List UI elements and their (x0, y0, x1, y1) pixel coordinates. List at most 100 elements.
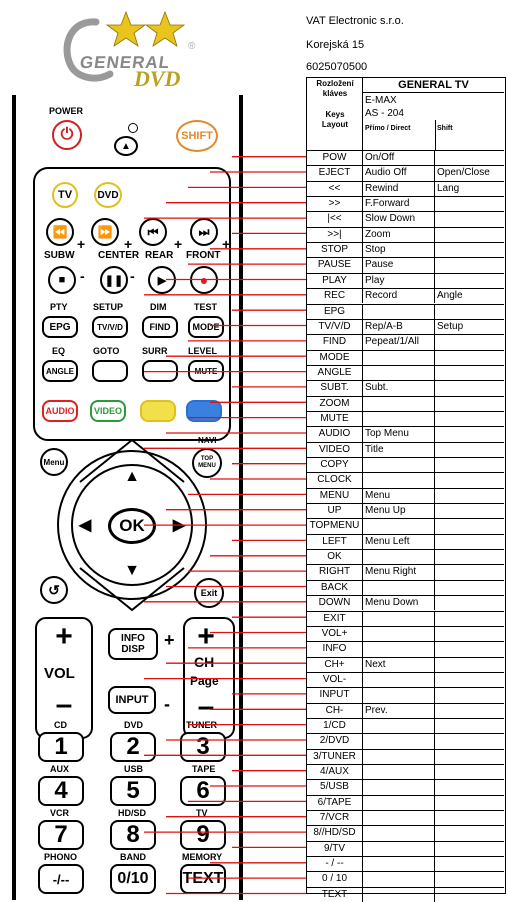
pause-button[interactable]: ❚❚ (100, 266, 128, 294)
row-key-cell: << (307, 181, 363, 197)
subtitle-button[interactable] (92, 360, 128, 382)
row-direct-cell: On/Off (363, 151, 435, 166)
video-button[interactable]: VIDEO (90, 400, 126, 422)
zoom-button[interactable] (142, 360, 178, 382)
angle-button[interactable]: ANGLE (42, 360, 78, 382)
model-line-2: AS - 204 (365, 108, 404, 119)
menu-button[interactable]: Menu (40, 448, 68, 476)
general-dvd-logo: GENERAL DVD ® (56, 8, 206, 98)
vol-label: VOL (44, 665, 75, 682)
down-button[interactable]: ▼ (118, 560, 146, 582)
epg-button[interactable]: EPG (42, 316, 78, 338)
right-button[interactable]: ▶ (168, 514, 190, 536)
next-button[interactable]: ⏭ (190, 218, 218, 246)
row-direct-cell (363, 857, 435, 872)
row-direct-cell (363, 304, 435, 319)
row-shift-cell (435, 504, 504, 518)
ch-plus-button[interactable]: + (186, 620, 226, 653)
row-key-cell: TEXT (307, 887, 363, 902)
row-key-cell: DOWN (307, 596, 363, 611)
row-key-cell: VOL- (307, 672, 363, 688)
text-button[interactable]: TEXT (180, 864, 226, 894)
audio-button[interactable]: AUDIO (42, 400, 78, 422)
top-menu-button[interactable]: TOP MENU (192, 448, 222, 478)
model-line-1: E-MAX (365, 95, 397, 106)
row-shift-cell (435, 351, 504, 365)
play-button[interactable]: ▶ (148, 266, 176, 294)
row-key-cell: VIDEO (307, 442, 363, 457)
vol-minus-button[interactable]: – (44, 688, 84, 721)
tv-source-button[interactable]: TV (52, 182, 78, 208)
row-key-cell: TV/V/D (307, 319, 363, 335)
row-direct-cell: Rewind (363, 181, 435, 197)
input-button[interactable]: INPUT (108, 686, 156, 714)
record-button[interactable]: ● (190, 266, 218, 294)
copy-button[interactable] (140, 400, 176, 422)
row-direct-cell: Audio Off (363, 166, 435, 181)
minus-sign: - (130, 268, 135, 284)
find-button[interactable]: FIND (142, 316, 178, 338)
row-direct-cell: Stop (363, 243, 435, 258)
vol-plus-button[interactable]: + (44, 620, 84, 653)
previous-button[interactable]: ⏮ (139, 218, 167, 246)
ch-label: CH (194, 654, 215, 670)
digit-8-button[interactable]: 8 (110, 820, 156, 850)
mute-button[interactable]: MUTE (188, 360, 224, 382)
row-shift-cell (435, 627, 504, 641)
power-button[interactable]: ⏻ (52, 120, 82, 150)
mode-button[interactable]: MODE (188, 316, 224, 338)
header-keys-text: Keys Layout (321, 110, 349, 129)
band-label: BAND (120, 852, 146, 862)
digit-7-button[interactable]: 7 (38, 820, 84, 850)
tv-v-d-button[interactable]: TV/V/D (92, 316, 128, 338)
row-key-cell: 7/VCR (307, 811, 363, 826)
table-row: >>|Zoom (307, 226, 504, 243)
row-shift-cell (435, 642, 504, 656)
digit-6-button[interactable]: 6 (180, 776, 226, 806)
clock-button[interactable] (186, 400, 222, 422)
row-direct-cell (363, 411, 435, 427)
up-button[interactable]: ▲ (118, 466, 146, 488)
rewind-button[interactable]: ⏪ (46, 218, 74, 246)
ch-minus-button[interactable]: – (186, 690, 226, 723)
row-shift-cell (435, 565, 504, 579)
row-shift-cell (435, 612, 504, 626)
digit-5-button[interactable]: 5 (110, 776, 156, 806)
row-shift-cell (435, 443, 504, 457)
eject-button[interactable]: ▲ (114, 136, 138, 156)
row-direct-cell: Record (363, 289, 435, 304)
ok-button[interactable]: OK (108, 508, 156, 544)
digit-2-button[interactable]: 2 (110, 732, 156, 762)
row-direct-cell (363, 826, 435, 841)
stop-button[interactable]: ■ (48, 266, 76, 294)
digit-4-button[interactable]: 4 (38, 776, 84, 806)
fast-forward-button[interactable]: ⏩ (91, 218, 119, 246)
shift-button[interactable]: SHIFT (176, 120, 218, 152)
plus-icon: + (197, 620, 215, 653)
plus-sign: + (77, 236, 86, 252)
hd-sd-label: HD/SD (118, 808, 147, 818)
info-disp-button[interactable]: INFO DISP (108, 628, 158, 660)
row-shift-cell (435, 243, 504, 257)
row-direct-cell (363, 365, 435, 381)
logo-graphic (63, 10, 186, 82)
back-button[interactable]: ↺ (40, 576, 68, 604)
plus-sign: + (222, 236, 231, 252)
row-direct-cell: Menu Left (363, 534, 435, 550)
zero-ten-button[interactable]: 0/10 (110, 864, 156, 894)
row-shift-cell (435, 151, 504, 165)
left-button[interactable]: ◀ (74, 514, 96, 536)
row-shift-cell (435, 397, 504, 411)
dash-button[interactable]: -/-- (38, 864, 84, 894)
row-shift-cell (435, 535, 504, 549)
exit-button[interactable]: Exit (194, 578, 224, 608)
digit-9-button[interactable]: 9 (180, 820, 226, 850)
digit-3-button[interactable]: 3 (180, 732, 226, 762)
row-key-cell: CH- (307, 703, 363, 718)
dvd-source-button[interactable]: DVD (94, 182, 122, 208)
digit-1-button[interactable]: 1 (38, 732, 84, 762)
key-layout-table: Rozložení kláves Keys Layout GENERAL TV … (306, 77, 506, 902)
table-row: 1/CD (307, 717, 504, 734)
